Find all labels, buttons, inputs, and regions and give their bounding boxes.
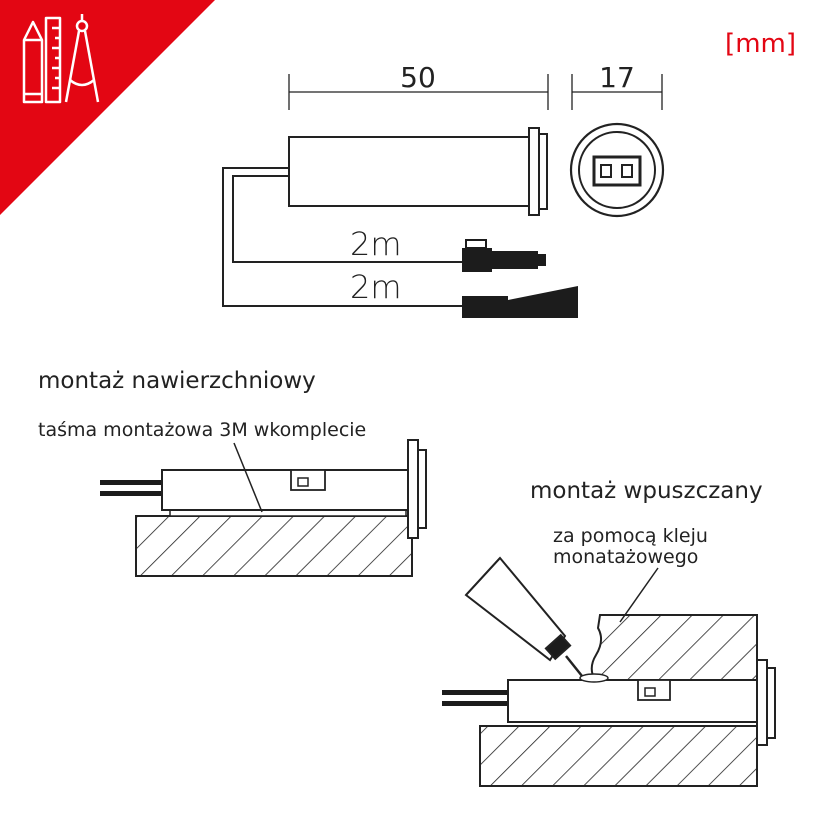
sensor-side-view bbox=[288, 127, 548, 216]
recessed-mount-note-line-1: za pomocą kleju bbox=[553, 525, 708, 547]
cable-wires bbox=[222, 167, 462, 307]
surface-mount-note: taśma montażowa 3M wkomplecie bbox=[38, 419, 366, 441]
drafting-tools-icon bbox=[22, 14, 100, 104]
connector-small bbox=[462, 239, 546, 272]
diameter-dimension-label: 17 bbox=[599, 61, 635, 94]
recessed-mount-title: montaż wpuszczany bbox=[530, 478, 763, 504]
unit-label: [mm] bbox=[725, 29, 796, 59]
dimension-lines bbox=[288, 74, 663, 110]
red-corner-triangle bbox=[0, 0, 215, 215]
surface-mount-title: montaż nawierzchniowy bbox=[38, 368, 316, 394]
sensor-front-view bbox=[569, 122, 665, 218]
length-dimension-label: 50 bbox=[400, 61, 436, 94]
cable-length-label-1: 2m bbox=[350, 225, 402, 263]
connector-large bbox=[462, 286, 578, 318]
glue-tube-icon bbox=[464, 556, 583, 677]
cable-length-label-2: 2m bbox=[350, 268, 402, 306]
recessed-mount-drawing bbox=[442, 556, 776, 787]
brand-corner-logo bbox=[0, 0, 215, 215]
recessed-mount-note-line-2: monatażowego bbox=[553, 546, 698, 568]
surface-mount-drawing bbox=[100, 439, 427, 577]
